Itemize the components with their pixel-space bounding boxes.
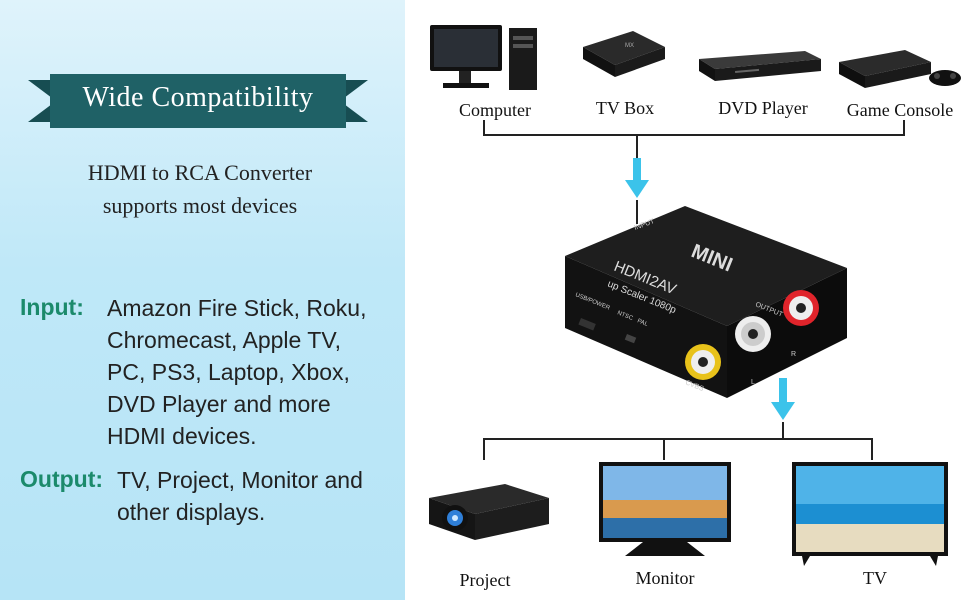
connector-line <box>483 134 905 136</box>
connector-line <box>636 200 638 224</box>
device-l: L <box>751 379 755 386</box>
input-line: Amazon Fire Stick, Roku, <box>107 295 367 321</box>
game-console-icon <box>839 50 961 88</box>
device-r: R <box>791 351 796 358</box>
input-line: DVD Player and more <box>107 391 331 417</box>
output-line: other displays. <box>117 499 266 525</box>
svg-text:MX: MX <box>625 43 634 49</box>
input-lines: Amazon Fire Stick, Roku, Chromecast, App… <box>107 292 366 452</box>
display-label-tv: TV <box>863 568 887 588</box>
rca-yellow-jack-icon <box>685 344 721 380</box>
device-pal: PAL <box>636 318 649 328</box>
banner-title: Wide Compatibility <box>82 82 314 113</box>
connector-line <box>903 120 905 136</box>
projector-icon <box>429 484 549 540</box>
connector-line <box>483 120 485 136</box>
output-label: Output: <box>20 466 104 492</box>
source-label-game-console: Game Console <box>846 100 954 120</box>
rca-red-jack-icon <box>783 290 819 326</box>
source-label-tv-box: TV Box <box>595 98 655 118</box>
output-line: TV, Project, Monitor and <box>117 467 363 493</box>
monitor-icon <box>599 462 731 556</box>
dvd-player-icon <box>699 51 821 81</box>
computer-icon <box>430 25 537 90</box>
down-arrow-icon <box>771 378 795 420</box>
down-arrow-icon <box>625 158 649 198</box>
rca-white-jack-icon <box>735 316 771 352</box>
connector-line <box>871 438 873 460</box>
connector-line <box>483 438 485 460</box>
usb-port-icon <box>578 318 596 331</box>
hdmi2av-converter: MINI HDMI2AV up Scaler 1080p INPUT OUTPU… <box>565 206 847 398</box>
diagram-panel: MX Computer TV Box DVD Player Game Conso… <box>405 0 970 600</box>
connector-line <box>483 438 873 440</box>
left-panel: Wide Compatibility HDMI to RCA Converter… <box>0 0 405 600</box>
input-line: HDMI devices. <box>107 423 257 449</box>
source-label-dvd-player: DVD Player <box>718 98 808 118</box>
ntsc-pal-switch-icon <box>624 334 637 344</box>
output-lines: TV, Project, Monitor and other displays. <box>117 464 363 528</box>
input-line: PC, PS3, Laptop, Xbox, <box>107 359 350 385</box>
connector-line <box>636 134 638 158</box>
connector-line <box>663 438 665 460</box>
subtitle-line-1: HDMI to RCA Converter <box>87 160 313 185</box>
device-ntsc: NTSC <box>616 310 634 322</box>
connector-line <box>782 422 784 440</box>
input-line: Chromecast, Apple TV, <box>107 327 341 353</box>
display-label-project: Project <box>459 570 511 590</box>
input-label: Input: <box>20 294 84 320</box>
display-label-monitor: Monitor <box>635 568 695 588</box>
source-label-computer: Computer <box>459 100 531 120</box>
title-banner <box>28 74 368 128</box>
tv-icon <box>792 462 948 566</box>
subtitle-line-2: supports most devices <box>102 193 298 218</box>
tv-box-icon: MX <box>583 31 665 77</box>
